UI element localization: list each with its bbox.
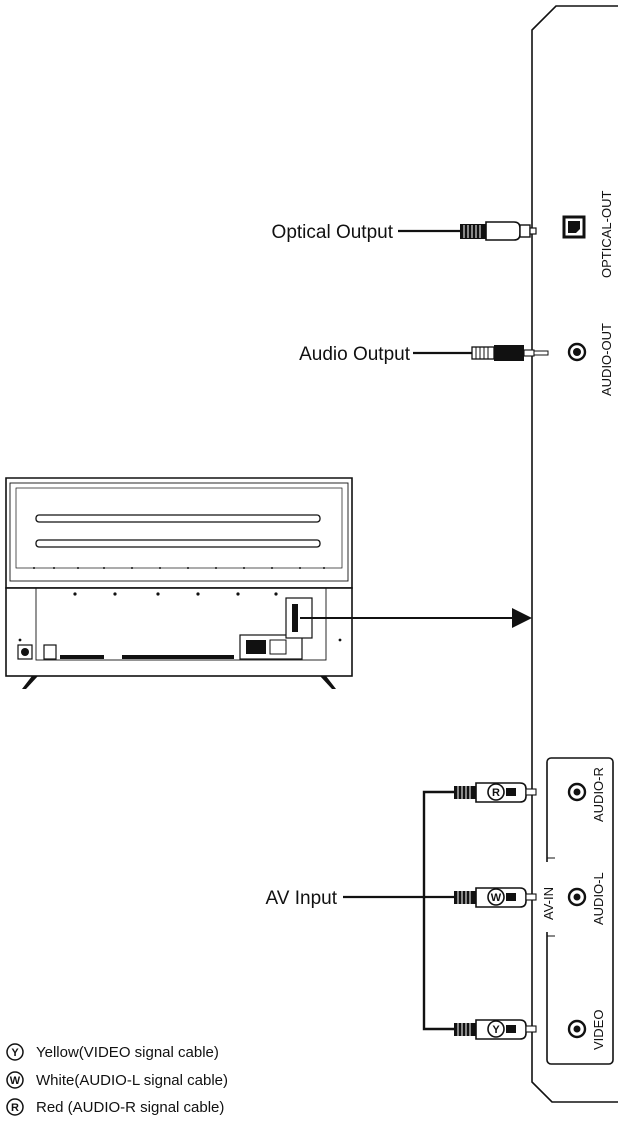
rca-plug-red: R	[454, 782, 537, 803]
rca-plug-yellow-letter: Y	[492, 1024, 500, 1036]
av-in-port-label: AV-IN	[541, 887, 556, 920]
optical-port-icon	[562, 215, 586, 239]
audio-output-connection: Audio Output AUDIO-OUT	[299, 323, 614, 396]
cable-legend: Y Yellow(VIDEO signal cable) W White(AUD…	[6, 1043, 228, 1116]
legend-white-text: White(AUDIO-L signal cable)	[36, 1072, 228, 1089]
optical-out-port-label: OPTICAL-OUT	[599, 191, 614, 278]
audio-out-port-label: AUDIO-OUT	[599, 323, 614, 396]
legend-red-letter: R	[11, 1102, 19, 1114]
audio-out-port-icon	[567, 342, 587, 362]
legend-white-letter: W	[10, 1075, 21, 1087]
legend-yellow-text: Yellow(VIDEO signal cable)	[36, 1044, 219, 1061]
tv-back-illustration	[5, 477, 353, 689]
legend-yellow-letter: Y	[11, 1047, 19, 1059]
rca-plug-white-letter: W	[491, 892, 502, 904]
audio-l-port-label: AUDIO-L	[591, 872, 606, 925]
audio-cable-plug	[471, 345, 549, 361]
legend-item-red: R Red (AUDIO-R signal cable)	[6, 1098, 224, 1116]
legend-item-white: W White(AUDIO-L signal cable)	[6, 1071, 228, 1089]
legend-item-yellow: Y Yellow(VIDEO signal cable)	[6, 1043, 219, 1061]
optical-output-connection: Optical Output OPTICAL-OUT	[272, 191, 614, 278]
audio-r-port-label: AUDIO-R	[591, 767, 606, 822]
zoom-arrow	[300, 608, 532, 628]
video-port-label: VIDEO	[591, 1010, 606, 1050]
rca-plug-yellow: Y	[454, 1019, 537, 1040]
tv-panel-outline	[531, 5, 618, 1103]
legend-red-text: Red (AUDIO-R signal cable)	[36, 1099, 224, 1116]
rca-plug-white: W	[454, 887, 537, 908]
av-input-connection: AV Input R W Y	[266, 757, 614, 1065]
optical-cable-plug	[460, 221, 537, 241]
optical-output-label: Optical Output	[272, 222, 394, 243]
av-in-port-box	[541, 757, 614, 1065]
av-input-label: AV Input	[266, 888, 338, 909]
rca-plug-red-letter: R	[492, 787, 500, 799]
audio-output-label: Audio Output	[299, 344, 411, 365]
